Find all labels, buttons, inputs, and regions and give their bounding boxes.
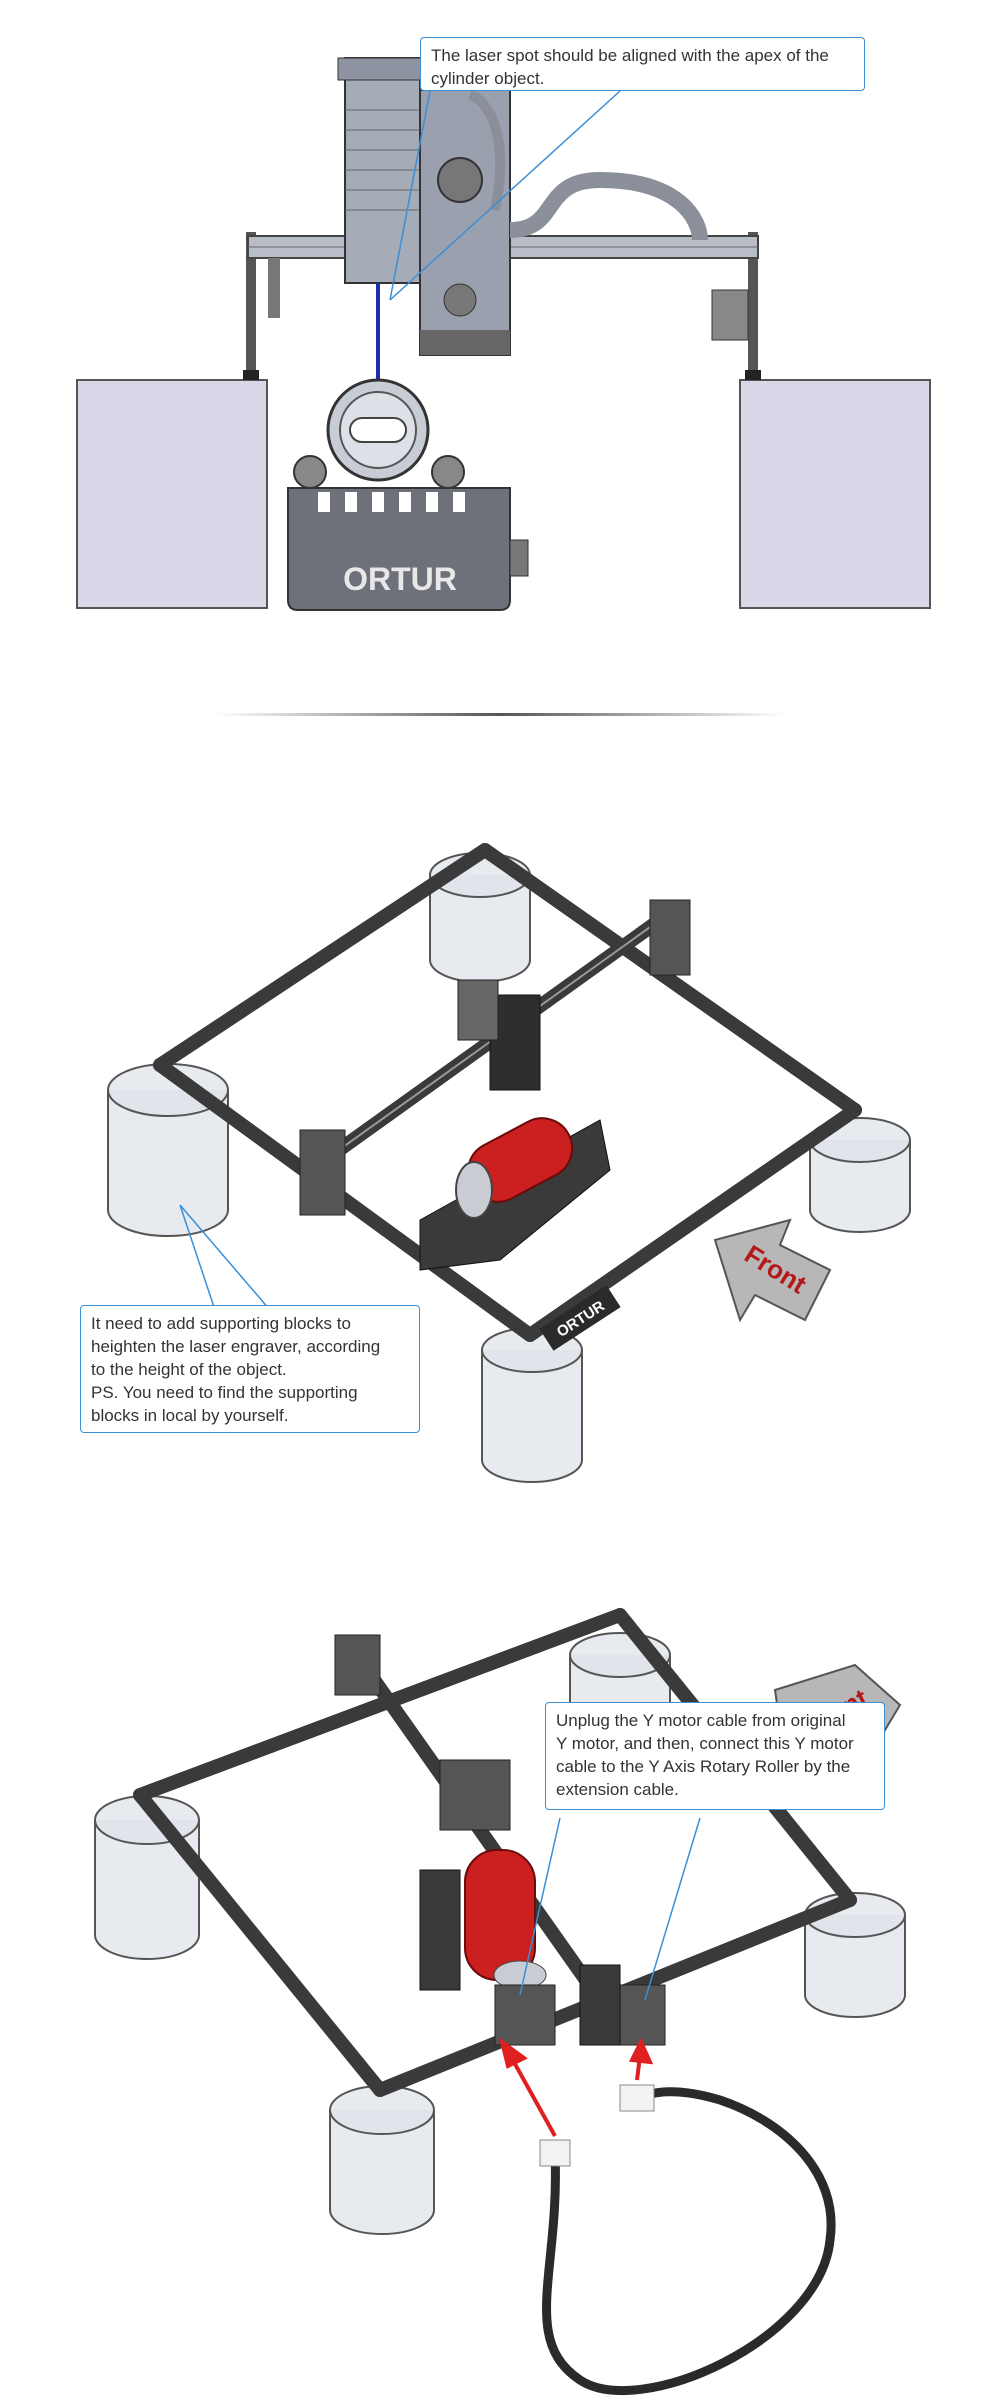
- support-cylinder-bottom: [481, 1350, 583, 1483]
- callout-laser-alignment: The laser spot should be aligned with th…: [420, 37, 865, 91]
- support-cylinder-left: [107, 1090, 229, 1237]
- support-cylinder-right: [809, 1140, 911, 1233]
- frame-rail-back: [153, 843, 492, 1072]
- roller-motor: [494, 1984, 556, 2046]
- front-arrow-2: [713, 1218, 832, 1323]
- cable-loop: [509, 171, 708, 241]
- frame-rail-front: [523, 1103, 862, 1342]
- red-cylinder-3: [464, 1849, 536, 1981]
- callout-cable-line-2: Y motor, and then, connect this Y motor: [556, 1734, 854, 1753]
- front-view-drawing: ORTUR: [76, 57, 931, 611]
- panel-front-view: ORTUR The laser spot should be aligned w…: [0, 0, 1000, 640]
- callout-y-motor-cable: Unplug the Y motor cable from original Y…: [545, 1702, 885, 1810]
- cable-connection-drawing: Front: [94, 1608, 906, 2395]
- frame-leg-left: [246, 232, 256, 380]
- y-motor: [614, 1984, 666, 2046]
- frame-rail-right: [478, 843, 862, 1117]
- red-arrow-roller: [508, 2054, 557, 2137]
- callout-support-line-2: heighten the laser engraver, according: [91, 1337, 381, 1356]
- rotary-roller-base: [287, 487, 511, 611]
- laser-head-3: [439, 1759, 511, 1831]
- panel-support-blocks: ORTUR Front It need to add supporting bl…: [0, 800, 1000, 1520]
- support-blocks-drawing: ORTUR Front: [107, 843, 911, 1483]
- frame3-rail-back: [133, 1608, 627, 1802]
- extension-cable: [542, 2087, 836, 2395]
- support-cylinder-bottom-3: [329, 2110, 435, 2235]
- connector-right: [619, 2084, 655, 2112]
- callout-support-blocks: It need to add supporting blocks to heig…: [80, 1305, 420, 1433]
- support-block-right: [739, 379, 931, 609]
- callout-support-line-4: PS. You need to find the supporting: [91, 1383, 358, 1402]
- section-divider: [215, 713, 785, 716]
- support-cylinder-right-3: [804, 1915, 906, 2018]
- frame-leg-right: [748, 232, 758, 380]
- support-cylinder-left-3: [94, 1820, 200, 1960]
- callout-support-line-1: It need to add supporting blocks to: [91, 1314, 351, 1333]
- ortur-logo-front: ORTUR: [343, 561, 457, 597]
- support-block-left: [76, 379, 268, 609]
- callout-cable-line-3: cable to the Y Axis Rotary Roller by the: [556, 1757, 851, 1776]
- frame3-rail-left: [133, 1788, 387, 2097]
- callout-support-line-5: blocks in local by yourself.: [91, 1406, 289, 1425]
- callout-support-line-3: to the height of the object.: [91, 1360, 287, 1379]
- connector-left: [539, 2139, 571, 2167]
- callout-cable-line-1: Unplug the Y motor cable from original: [556, 1711, 846, 1730]
- panel-cable-connection: Front Unplug the Y motor cable from orig…: [0, 1580, 1000, 2400]
- callout-laser-alignment-text: The laser spot should be aligned with th…: [431, 46, 829, 88]
- callout-cable-line-4: extension cable.: [556, 1780, 679, 1799]
